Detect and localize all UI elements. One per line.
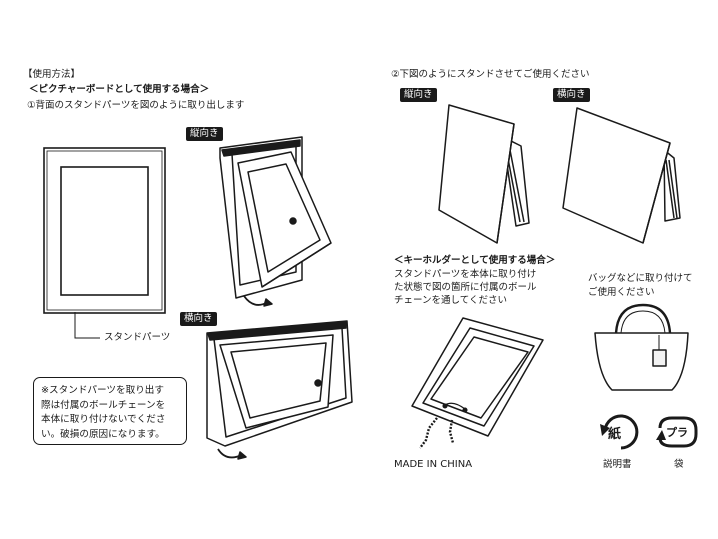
caution-line: い。破損の原因になります。 [41, 428, 165, 440]
bag-line: バッグなどに取り付けて [588, 273, 693, 284]
made-in-china: MADE IN CHINA [394, 459, 473, 470]
portrait-badge: 縦向き [186, 127, 223, 141]
callout-line [74, 312, 100, 339]
right-portrait-badge: 縦向き [400, 88, 437, 102]
stand-parts-callout: スタンドパーツ [104, 332, 171, 343]
plastic-recycle-icon [656, 416, 698, 448]
bag-line: ご使用ください [588, 287, 655, 298]
paper-mark-text: 紙 [608, 427, 622, 442]
standing-portrait-illustration [438, 104, 530, 244]
caution-line: 本体に取り付けないでくださ [41, 414, 166, 425]
keyholder-line: スタンドパーツを本体に取り付け [394, 269, 537, 280]
landscape-badge: 横向き [180, 312, 217, 326]
right-landscape-badge: 横向き [553, 88, 590, 102]
section-tag: 【使用方法】 [23, 69, 81, 80]
landscape-stand-illustration [206, 320, 353, 460]
caution-line: 際は付属のボールチェーンを [41, 399, 166, 411]
portrait-stand-illustration [219, 136, 332, 307]
picture-board-heading: ＜ピクチャーボードとして使用する場合＞ [29, 84, 210, 95]
keyholder-line: チェーンを通してください [394, 295, 507, 306]
caution-note: ※スタンドパーツを取り出す 際は付属のボールチェーンを 本体に取り付けないでくだ… [33, 377, 187, 445]
keyholder-illustration [411, 317, 544, 449]
plastic-mark-text: プラ [666, 426, 688, 439]
paper-caption: 説明書 [603, 459, 632, 470]
paper-recycle-icon [600, 414, 639, 450]
step2-text: ②下図のようにスタンドさせてご使用ください [391, 69, 590, 80]
step1-text: ①背面のスタンドパーツを図のように取り出します [27, 100, 245, 111]
bag-illustration [594, 303, 689, 391]
keyholder-heading: ＜キーホルダーとして使用する場合＞ [394, 255, 556, 266]
plastic-caption: 袋 [674, 459, 684, 470]
caution-line: ※スタンドパーツを取り出す [41, 385, 164, 396]
standing-landscape-illustration [562, 107, 681, 244]
keyholder-line: た状態で図の箇所に付属のボール [394, 282, 537, 293]
board-front-view [43, 147, 166, 314]
